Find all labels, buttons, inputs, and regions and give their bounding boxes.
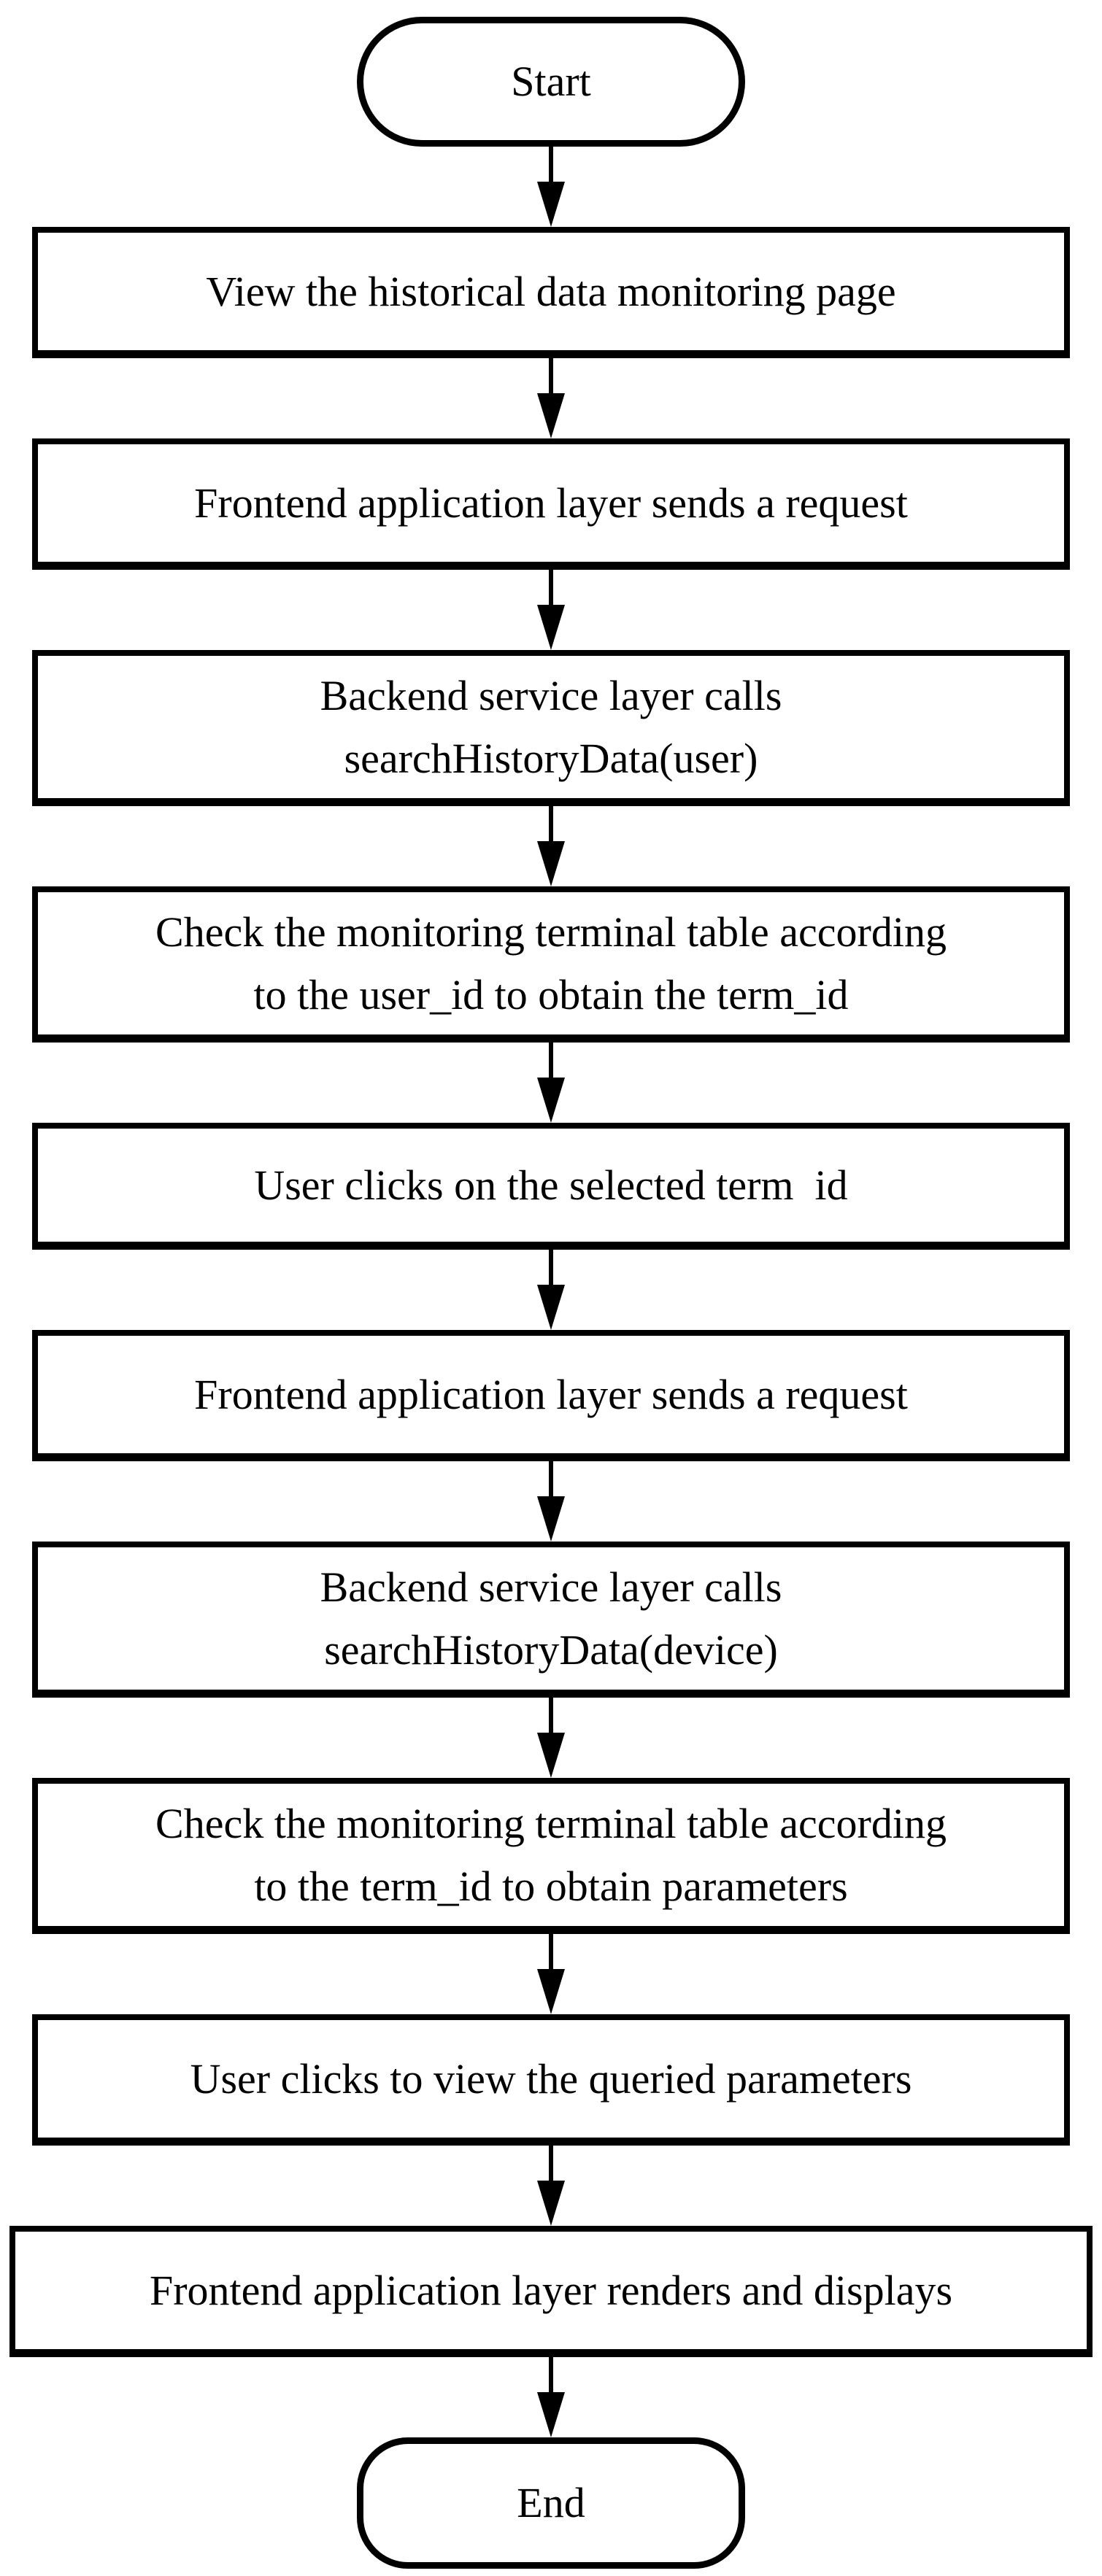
flow-node-step-1: View the historical data monitoring page: [32, 227, 1070, 358]
flow-node-label: Frontend application layer sends a reque…: [194, 479, 908, 527]
arrow-head-icon: [537, 1078, 565, 1123]
arrow-head-icon: [537, 393, 565, 438]
flow-node-step-7: Backend service layer calls searchHistor…: [32, 1542, 1070, 1698]
flow-node-step-9: User clicks to view the queried paramete…: [32, 2014, 1070, 2146]
flow-arrow: [537, 1461, 565, 1542]
flow-arrow: [537, 1250, 565, 1330]
flow-node-label: Start: [511, 58, 591, 105]
flow-node-step-8: Check the monitoring terminal table acco…: [32, 1778, 1070, 1934]
flow-arrow: [537, 1934, 565, 2014]
flow-node-end: End: [357, 2437, 745, 2569]
flow-node-start: Start: [357, 17, 745, 147]
flow-node-label: User clicks on the selected term id: [254, 1161, 848, 1209]
flow-node-label: View the historical data monitoring page: [206, 267, 896, 315]
flow-node-step-3: Backend service layer calls searchHistor…: [32, 650, 1070, 806]
arrow-head-icon: [537, 2392, 565, 2437]
arrow-line: [549, 1698, 553, 1733]
arrow-line: [549, 2357, 553, 2392]
flow-node-step-5: User clicks on the selected term id: [32, 1123, 1070, 1250]
flow-arrow: [537, 358, 565, 438]
flow-node-label: Frontend application layer renders and d…: [149, 2266, 953, 2314]
flow-node-label: End: [517, 2479, 585, 2526]
flow-node-label: User clicks to view the queried paramete…: [190, 2054, 912, 2103]
flow-arrow: [537, 1698, 565, 1778]
arrow-head-icon: [537, 841, 565, 886]
flow-node-step-6: Frontend application layer sends a reque…: [32, 1330, 1070, 1461]
flow-arrow: [537, 806, 565, 886]
arrow-line: [549, 570, 553, 605]
arrow-head-icon: [537, 1969, 565, 2014]
arrow-line: [549, 1250, 553, 1285]
flow-arrow: [537, 2146, 565, 2226]
arrow-line: [549, 1934, 553, 1969]
arrow-head-icon: [537, 1733, 565, 1778]
arrow-line: [549, 2146, 553, 2181]
arrow-head-icon: [537, 2181, 565, 2226]
flow-node-step-2: Frontend application layer sends a reque…: [32, 438, 1070, 570]
flow-node-label: Backend service layer calls searchHistor…: [320, 1563, 782, 1674]
flow-node-label: Frontend application layer sends a reque…: [194, 1370, 908, 1418]
arrow-line: [549, 1043, 553, 1078]
arrow-line: [549, 358, 553, 393]
flow-arrow: [537, 570, 565, 650]
flow-node-label: Backend service layer calls searchHistor…: [320, 671, 782, 782]
flow-node-step-10: Frontend application layer renders and d…: [9, 2226, 1093, 2357]
flow-node-label: Check the monitoring terminal table acco…: [155, 1799, 947, 1910]
flow-node-step-4: Check the monitoring terminal table acco…: [32, 886, 1070, 1043]
flow-arrow: [537, 2357, 565, 2437]
flow-node-label: Check the monitoring terminal table acco…: [155, 908, 947, 1018]
flow-arrow: [537, 147, 565, 227]
arrow-head-icon: [537, 1285, 565, 1330]
arrow-line: [549, 1461, 553, 1496]
arrow-head-icon: [537, 1496, 565, 1542]
flow-arrow: [537, 1043, 565, 1123]
arrow-line: [549, 147, 553, 182]
arrow-head-icon: [537, 605, 565, 650]
arrow-line: [549, 806, 553, 841]
arrow-head-icon: [537, 182, 565, 227]
